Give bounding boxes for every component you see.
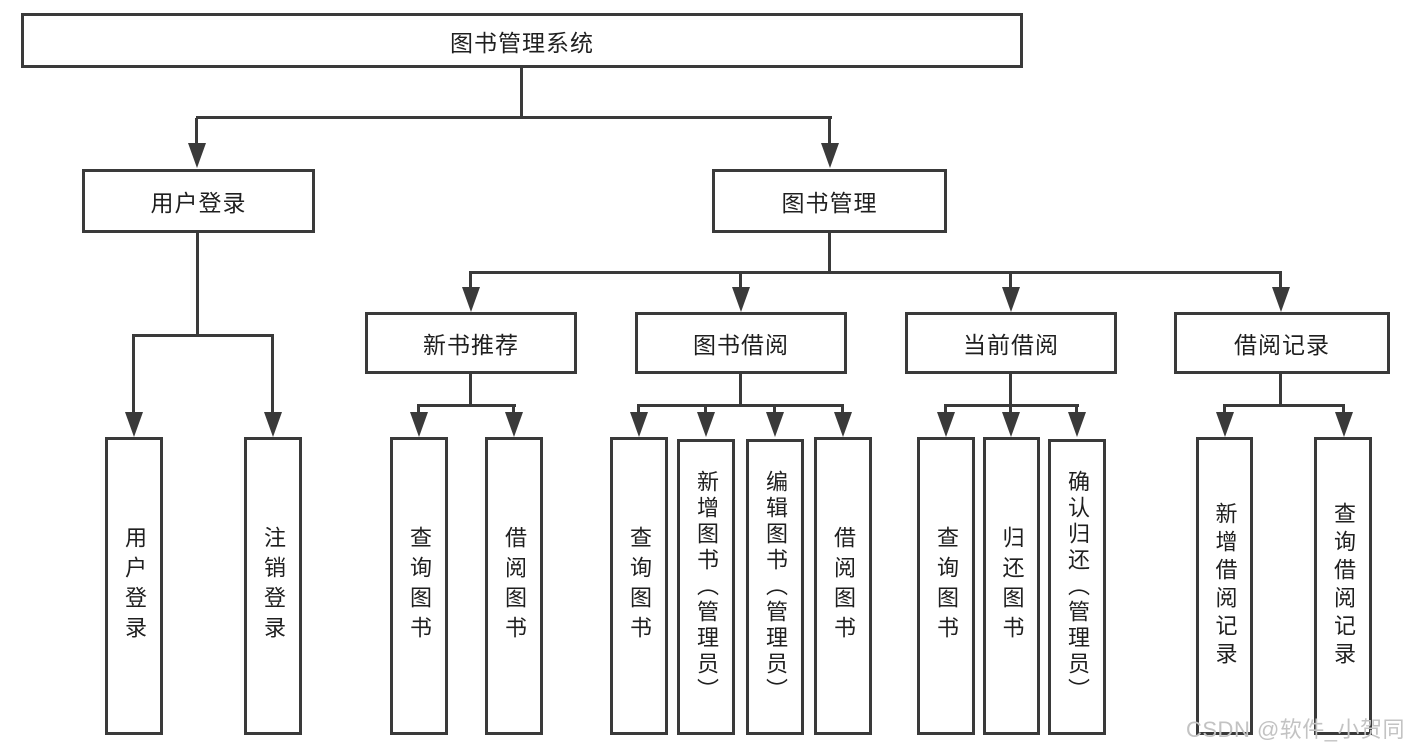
leaf-confirm-return-admin-label: 确认归还（管理员） [1065, 470, 1090, 704]
connector-br-leaf2-stem [1342, 406, 1345, 415]
connector-borrowbox-stem [739, 271, 742, 289]
arrow-to-newbook [462, 287, 480, 312]
leaf-query-borrow-record-label: 查询借阅记录 [1331, 502, 1356, 670]
arrow-cb-leaf2 [1002, 412, 1020, 437]
connector-bb-leafbranch [637, 404, 844, 407]
arrow-to-borrowrecord [1272, 287, 1290, 312]
book-borrow-box: 图书借阅 [635, 312, 847, 374]
connector-borrowrecord-stem [1279, 271, 1282, 289]
connector-newbook-stem [469, 271, 472, 289]
connector-book-mgmt-stem [828, 118, 831, 146]
book-borrow-label: 图书借阅 [693, 332, 789, 358]
connector-cb-leaf1-stem [944, 406, 947, 415]
connector-book-mgmt-down [828, 233, 831, 274]
borrow-record-label: 借阅记录 [1234, 332, 1330, 358]
leaf-return-book: 归还图书 [983, 437, 1040, 735]
leaf-query-book-3: 查询图书 [917, 437, 975, 735]
connector-book-mgmt-branch [469, 271, 1282, 274]
leaf-borrow-book-2-label: 借阅图书 [831, 526, 856, 646]
leaf-logout-label: 注销登录 [261, 526, 286, 646]
arrow-to-book-mgmt [821, 143, 839, 168]
arrow-nb-leaf2 [505, 412, 523, 437]
connector-currentborrow-stem [1009, 271, 1012, 289]
leaf-confirm-return-admin: 确认归还（管理员） [1048, 439, 1106, 735]
leaf-user-login: 用户登录 [105, 437, 163, 735]
leaf-query-book-2: 查询图书 [610, 437, 668, 735]
leaf-query-borrow-record: 查询借阅记录 [1314, 437, 1372, 735]
leaf-add-book-admin-label: 新增图书（管理员） [694, 470, 719, 704]
user-login-label: 用户登录 [150, 190, 247, 216]
leaf-add-borrow-record: 新增借阅记录 [1196, 437, 1253, 735]
arrow-to-borrowbox [732, 287, 750, 312]
connector-user-login-down [196, 233, 199, 337]
leaf-edit-book-admin: 编辑图书（管理员） [746, 439, 804, 735]
current-borrow-box: 当前借阅 [905, 312, 1117, 374]
connector-bb-down [739, 374, 742, 407]
connector-root-stem [520, 68, 523, 118]
connector-cb-leaf2-stem [1009, 406, 1012, 415]
connector-nb-leaf2-stem [512, 406, 515, 415]
arrow-bb-leaf2 [697, 412, 715, 437]
connector-br-down [1279, 374, 1282, 407]
connector-br-leafbranch [1223, 404, 1345, 407]
leaf-return-book-label: 归还图书 [999, 526, 1025, 646]
leaf-borrow-book-1-label: 借阅图书 [502, 526, 527, 646]
arrow-bb-leaf4 [834, 412, 852, 437]
connector-cb-leaf3-stem [1075, 406, 1078, 415]
connector-newbook-leafbranch [417, 404, 516, 407]
leaf-borrow-book-1: 借阅图书 [485, 437, 543, 735]
leaf-query-book-2-label: 查询图书 [627, 526, 652, 646]
connector-newbook-down [469, 374, 472, 407]
connector-bb-leaf4-stem [841, 406, 844, 415]
leaf-edit-book-admin-label: 编辑图书（管理员） [763, 470, 788, 704]
connector-cb-leafbranch [944, 404, 1079, 407]
arrow-bb-leaf3 [766, 412, 784, 437]
leaf-user-login-label: 用户登录 [122, 526, 147, 646]
connector-bb-leaf2-stem [704, 406, 707, 415]
connector-cb-down [1009, 374, 1012, 407]
book-management-box: 图书管理 [712, 169, 947, 233]
leaf-query-book-1: 查询图书 [390, 437, 448, 735]
arrow-to-currentborrow [1002, 287, 1020, 312]
arrow-nb-leaf1 [410, 412, 428, 437]
arrow-cb-leaf1 [937, 412, 955, 437]
leaf-borrow-book-2: 借阅图书 [814, 437, 872, 735]
root-label: 图书管理系统 [450, 29, 594, 56]
leaf-query-book-3-label: 查询图书 [934, 526, 959, 646]
user-login-box: 用户登录 [82, 169, 315, 233]
csdn-watermark: CSDN @软件_小贺同学 [1186, 717, 1405, 742]
new-book-recommend-box: 新书推荐 [365, 312, 577, 374]
connector-leaf-login-stem [132, 336, 135, 412]
arrow-to-user-login [188, 143, 206, 168]
connector-bb-leaf1-stem [637, 406, 640, 415]
connector-nb-leaf1-stem [417, 406, 420, 415]
connector-root-branch [196, 116, 832, 119]
book-management-label: 图书管理 [781, 190, 878, 216]
arrow-br-leaf2 [1335, 412, 1353, 437]
leaf-add-borrow-record-label: 新增借阅记录 [1212, 502, 1238, 670]
borrow-record-box: 借阅记录 [1174, 312, 1390, 374]
new-book-recommend-label: 新书推荐 [423, 332, 519, 358]
leaf-add-book-admin: 新增图书（管理员） [677, 439, 735, 735]
arrow-br-leaf1 [1216, 412, 1234, 437]
arrow-cb-leaf3 [1068, 412, 1086, 437]
arrow-to-leaf-logout [264, 412, 282, 437]
root-box-library-system: 图书管理系统 [21, 13, 1023, 68]
connector-bb-leaf3-stem [773, 406, 776, 415]
connector-user-login-branch [132, 334, 274, 337]
arrow-to-leaf-login [125, 412, 143, 437]
connector-leaf-logout-stem [271, 336, 274, 412]
leaf-logout: 注销登录 [244, 437, 302, 735]
arrow-bb-leaf1 [630, 412, 648, 437]
leaf-query-book-1-label: 查询图书 [407, 526, 432, 646]
connector-br-leaf1-stem [1223, 406, 1226, 415]
connector-user-login-stem [195, 118, 198, 146]
current-borrow-label: 当前借阅 [963, 332, 1059, 358]
